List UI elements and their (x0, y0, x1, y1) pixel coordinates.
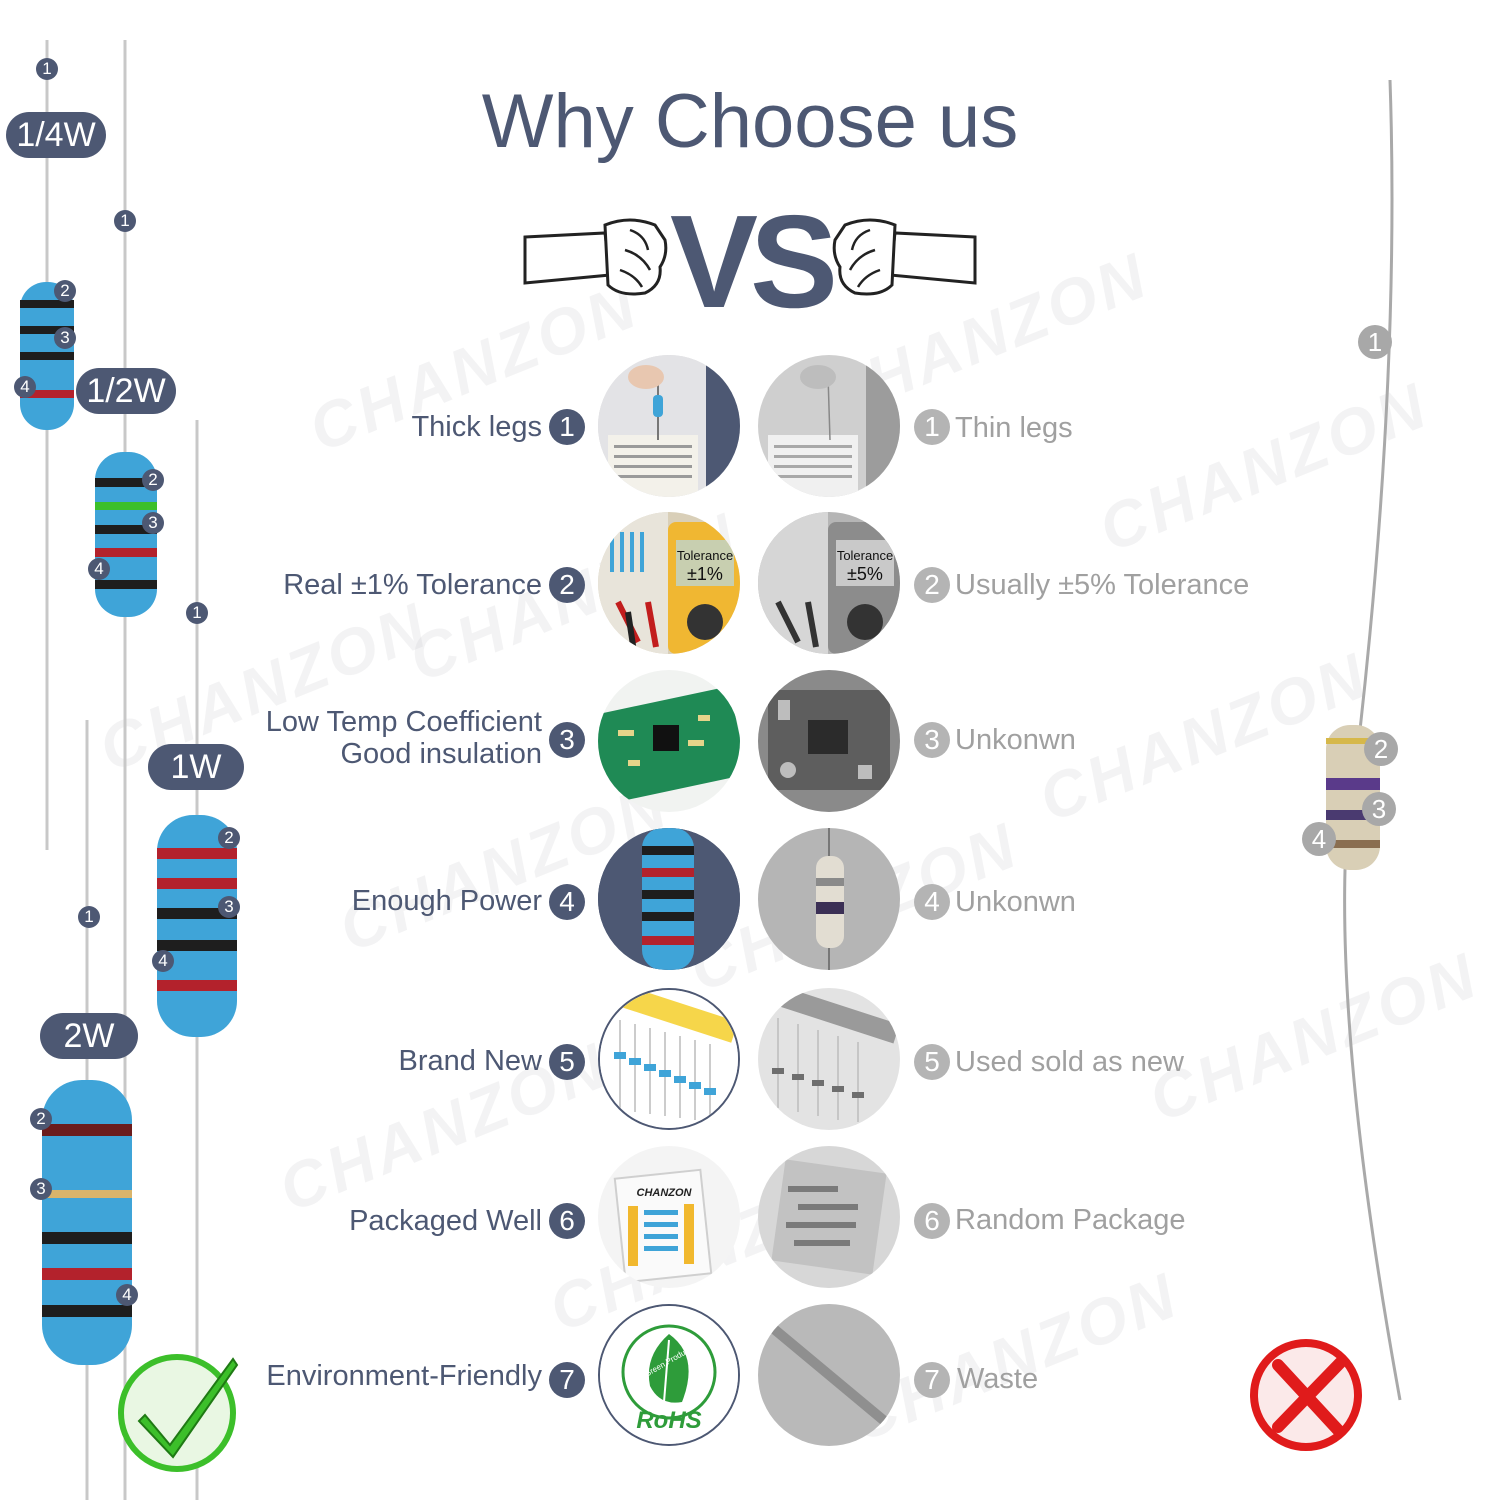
good-label: Thick legs (411, 411, 542, 443)
badge: 4 (152, 950, 174, 972)
svg-text:±5%: ±5% (847, 564, 883, 584)
bad-label: Unkonwn (955, 724, 1076, 756)
good-label-line1: Low Temp Coefficient (265, 706, 542, 738)
badge: 2 (54, 280, 76, 302)
svg-text:Tolerance: Tolerance (837, 548, 893, 563)
badge: 4 (1302, 822, 1336, 856)
comparison-row: Environment-Friendly 7 Green Product RoH… (0, 1304, 1500, 1446)
badge: 3 (1362, 792, 1396, 826)
vs-text: VS (670, 195, 833, 320)
page-title: Why Choose us (481, 79, 1019, 164)
fist-icon: VS (523, 188, 977, 335)
badge: 1 (186, 602, 208, 624)
svg-text:Tolerance: Tolerance (677, 548, 733, 563)
power-label-two-watt: 2W (40, 1013, 138, 1059)
power-label-half-watt: 1/2W (76, 368, 176, 414)
badge: 2 (1364, 732, 1398, 766)
badge: 2 (30, 1108, 52, 1130)
comparison-row: Thick legs 1 1 Thin legs (0, 355, 1500, 497)
badge: 4 (116, 1284, 138, 1306)
good-label-line2: Good insulation (340, 738, 542, 770)
badge: 1 (114, 210, 136, 232)
vs-banner: VS (520, 188, 980, 335)
badge: 1 (36, 58, 58, 80)
bad-label: Thin legs (955, 412, 1073, 444)
row-number: 3 (549, 722, 585, 758)
good-label: Packaged Well (349, 1205, 542, 1237)
comparison-row: Packaged Well 6 CHANZON 6 Random Package (0, 1146, 1500, 1288)
bad-label: Random Package (955, 1204, 1186, 1236)
svg-text:RoHS: RoHS (636, 1407, 701, 1434)
used-resistors-photo (758, 988, 900, 1130)
good-label: Enough Power (351, 885, 542, 917)
comparison-row: Brand New 5 5 Used sold as new (0, 988, 1500, 1130)
good-label: Environment-Friendly (266, 1360, 542, 1392)
bad-label: Waste (957, 1363, 1039, 1395)
good-label: Real ±1% Tolerance (283, 569, 542, 601)
row-number: 2 (914, 567, 950, 603)
bad-label: Unkonwn (955, 886, 1076, 918)
row-number: 6 (549, 1203, 585, 1239)
random-package-photo (758, 1146, 900, 1288)
cheap-resistor (1326, 79, 1402, 1401)
row-number: 5 (914, 1044, 950, 1080)
cross-icon (1250, 1339, 1362, 1451)
meter-photo: Tolerance ±5% (758, 512, 900, 654)
check-icon (118, 1354, 239, 1472)
badge: 2 (142, 469, 164, 491)
package-photo: CHANZON (598, 1146, 740, 1288)
comparison-row: Real ±1% Tolerance 2 Tolerance ±1% Toler… (0, 512, 1500, 654)
power-resistor-photo (598, 828, 740, 970)
badge: 4 (14, 376, 36, 398)
power-label-quarter-watt: 1/4W (6, 112, 106, 158)
svg-text:±1%: ±1% (687, 564, 723, 584)
row-number: 7 (549, 1362, 585, 1398)
badge: 1 (78, 906, 100, 928)
pcb-photo (758, 670, 900, 812)
new-resistors-photo (598, 988, 740, 1130)
thick-legs-photo (598, 355, 740, 497)
badge: 3 (30, 1178, 52, 1200)
badge: 2 (218, 827, 240, 849)
row-number: 5 (549, 1044, 585, 1080)
comparison-row: Enough Power 4 4 Unkonwn (0, 828, 1500, 970)
meter-photo: Tolerance ±1% (598, 512, 740, 654)
pcb-photo (598, 670, 740, 812)
waste-photo (758, 1304, 900, 1446)
row-number: 2 (549, 567, 585, 603)
thin-legs-photo (758, 355, 900, 497)
rohs-logo: Green Product RoHS (598, 1304, 740, 1446)
power-label-one-watt: 1W (148, 744, 244, 790)
row-number: 1 (549, 409, 585, 445)
row-number: 3 (914, 722, 950, 758)
bad-label: Usually ±5% Tolerance (955, 569, 1250, 601)
cheap-resistor-photo (758, 828, 900, 970)
badge: 1 (1358, 325, 1392, 359)
bad-label: Used sold as new (955, 1046, 1184, 1078)
comparison-row: Low Temp Coefficient Good insulation 3 3… (0, 670, 1500, 812)
svg-text:CHANZON: CHANZON (637, 1187, 693, 1199)
badge: 3 (54, 327, 76, 349)
row-number: 1 (914, 409, 950, 445)
row-number: 4 (914, 884, 950, 920)
badge: 4 (88, 558, 110, 580)
badge: 3 (218, 896, 240, 918)
row-number: 7 (914, 1362, 950, 1398)
row-number: 6 (914, 1203, 950, 1239)
badge: 3 (142, 512, 164, 534)
row-number: 4 (549, 884, 585, 920)
good-label: Brand New (398, 1045, 542, 1077)
